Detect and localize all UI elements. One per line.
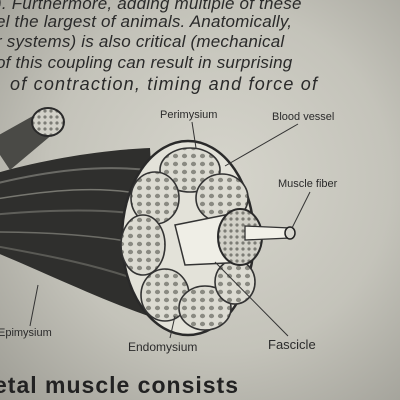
leader-lines: [29, 121, 311, 339]
label-fascicle: Fascicle: [268, 337, 316, 352]
label-blood-vessel: Blood vessel: [272, 111, 335, 123]
text-line-4: of this coupling can result in surprisin…: [0, 53, 293, 72]
label-perimysium: Perimysium: [160, 109, 218, 121]
label-muscle-fiber: Muscle fiber: [278, 178, 338, 190]
text-line-3: r systems) is also critical (mechanical: [0, 32, 285, 51]
text-line-2: el the largest of animals. Anatomically,: [0, 12, 293, 31]
extracted-fascicle: [174, 208, 263, 266]
text-line-1: ). Furthermore, adding multiple of these: [0, 0, 302, 13]
muscle-fiber-rod: [244, 225, 296, 241]
section-heading-fragment: etal muscle consists: [0, 372, 239, 398]
text-line-5: of contraction, timing and force of: [10, 74, 319, 94]
label-endomysium: Endomysium: [128, 340, 198, 354]
label-epimysium: Epimysium: [0, 327, 52, 339]
tendon-end: [0, 107, 65, 170]
